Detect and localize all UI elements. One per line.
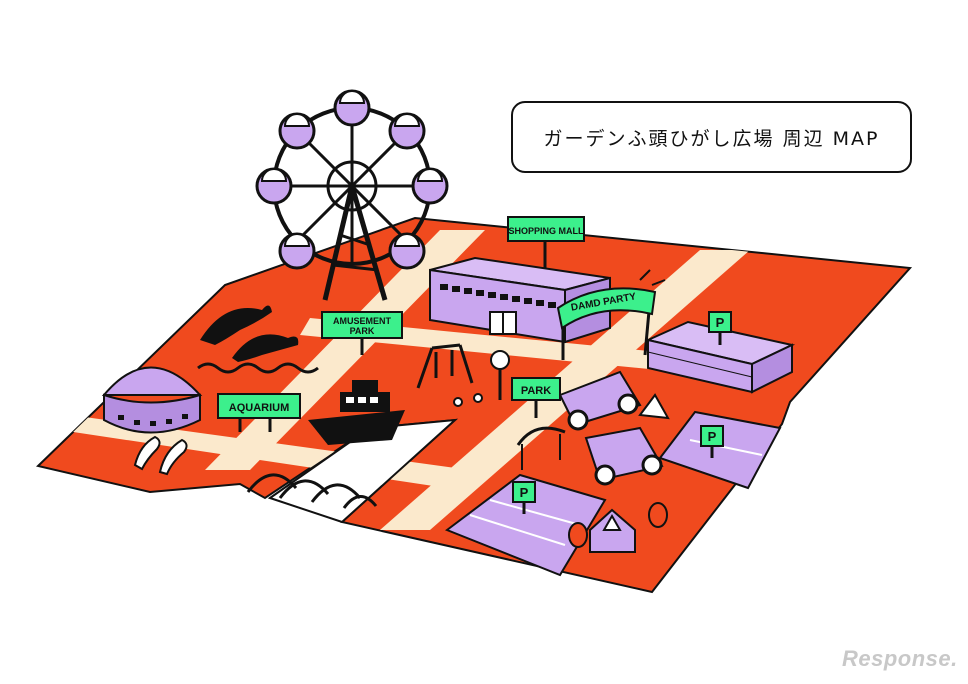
ship bbox=[308, 380, 405, 445]
parking-lot-bottom bbox=[444, 473, 607, 577]
sign-park: PARK bbox=[511, 377, 561, 418]
small-house bbox=[589, 508, 636, 553]
sign-amusement-park: AMUSEMENT PARK bbox=[321, 311, 403, 355]
bus-stop-shelter bbox=[516, 426, 566, 470]
sign-shopping-mall: SHOPPING MALL bbox=[507, 216, 585, 268]
flowers bbox=[453, 393, 483, 407]
dolphins bbox=[197, 305, 319, 374]
map-title: ガーデンふ頭ひがし広場 周辺 MAP bbox=[511, 101, 912, 173]
label-amusement-park: PARK bbox=[350, 326, 375, 336]
shopping-mall-building bbox=[429, 256, 611, 344]
label-parking-bottom: P bbox=[520, 485, 529, 500]
clock-post bbox=[490, 350, 510, 400]
tent bbox=[638, 393, 670, 420]
label-park: PARK bbox=[521, 385, 551, 397]
road-right-diagonal bbox=[380, 250, 750, 530]
label-parking-right: P bbox=[708, 429, 717, 444]
label-aquarium: AQUARIUM bbox=[229, 402, 290, 414]
label-parking-structure: P bbox=[716, 315, 725, 330]
seals bbox=[133, 435, 188, 476]
label-shopping-mall: SHOPPING MALL bbox=[508, 226, 584, 236]
suv-lower bbox=[584, 426, 664, 486]
party-banner-arch bbox=[556, 269, 666, 360]
sign-aquarium: AQUARIUM bbox=[217, 393, 301, 432]
parking-sign-right: P bbox=[700, 425, 724, 458]
label-amusement: AMUSEMENT bbox=[333, 316, 392, 326]
parking-sign-bottom: P bbox=[512, 481, 536, 514]
aquarium-dome bbox=[101, 366, 203, 434]
watermark-logo: Response. bbox=[842, 646, 958, 671]
railing bbox=[246, 473, 378, 509]
trees bbox=[568, 502, 668, 548]
suv-upper bbox=[558, 370, 642, 431]
playground-swings bbox=[416, 343, 474, 389]
parking-sign-structure: P bbox=[708, 311, 732, 345]
ferris-wheel bbox=[255, 89, 449, 301]
